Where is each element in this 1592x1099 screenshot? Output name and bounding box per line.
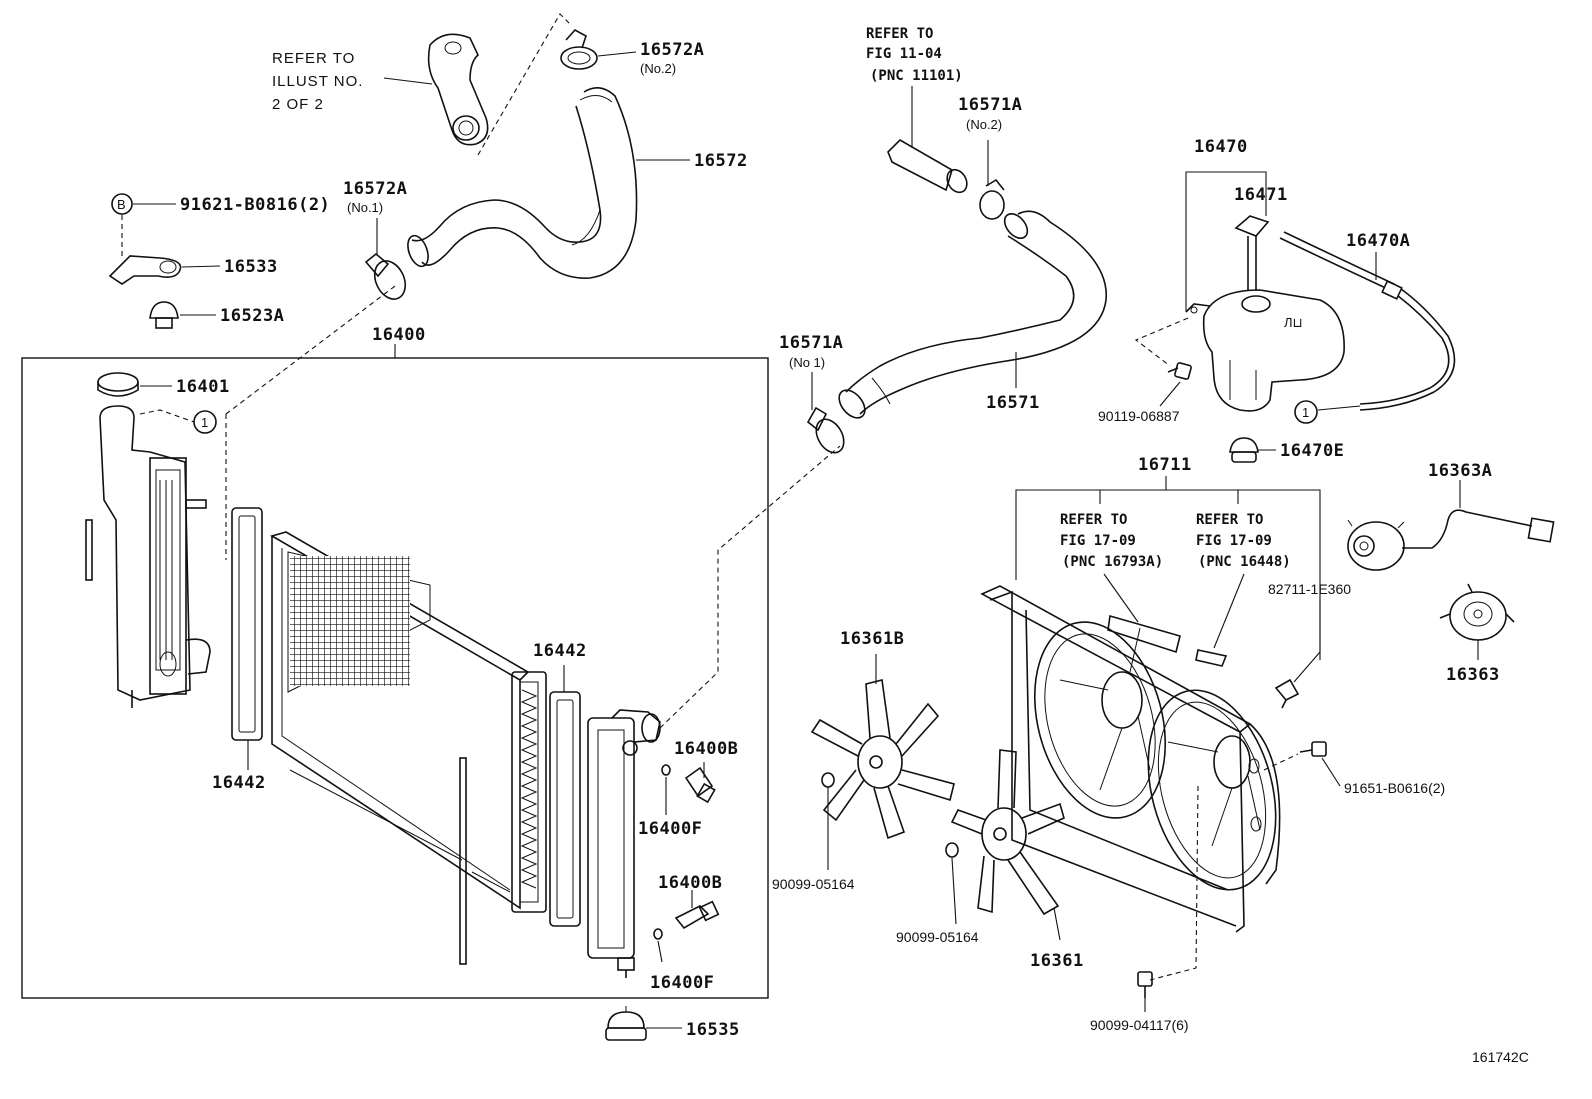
- callout-16361B: 16361B: [840, 629, 904, 649]
- lower-radiator-hose-part: [838, 210, 1107, 419]
- fan-blade-16361B-part: [810, 679, 955, 840]
- callout-16572: 16572: [694, 151, 748, 171]
- callout-16572A-no2: 16572A: [640, 40, 704, 60]
- note-upper-ref-line3: 2 OF 2: [272, 96, 324, 113]
- oring-top-icon: [661, 764, 671, 776]
- callout-90099-04117: 90099-04117(6): [1090, 1017, 1189, 1033]
- cushion-16523A-part: [149, 301, 179, 329]
- note-fan-ref-right-line2: FIG 17-09: [1196, 533, 1272, 549]
- cushion-16535-part: [605, 1006, 647, 1041]
- callout-16361: 16361: [1030, 951, 1084, 971]
- callout-16572A-no1-sub: (No.1): [347, 200, 383, 215]
- marker-1-left-label: 1: [201, 415, 208, 430]
- hose-clamp-16571A-no1-icon: [806, 406, 845, 454]
- fan-nut-left-icon: [821, 772, 835, 788]
- reservoir-bolt-icon: [1167, 362, 1192, 380]
- callout-16442-top: 16442: [533, 641, 587, 661]
- callout-16470A: 16470A: [1346, 231, 1410, 251]
- note-upper-ref-line1: REFER TO: [272, 50, 355, 67]
- note-lower-ref-line1: REFER TO: [866, 26, 933, 42]
- drain-plug-top-part: [684, 766, 716, 804]
- callout-16400F-top: 16400F: [638, 819, 702, 839]
- note-lower-ref-line3: (PNC 11101): [870, 68, 963, 84]
- callout-91621-B0816: 91621-B0816(2): [180, 195, 330, 215]
- catalog-code: 161742C: [1472, 1049, 1529, 1065]
- coolant-reservoir-part: Л⊔: [1185, 289, 1345, 412]
- callout-16571A-no2: 16571A: [958, 95, 1022, 115]
- callout-16471: 16471: [1234, 185, 1288, 205]
- callout-16572A-no1: 16572A: [343, 179, 407, 199]
- gasket-left-part: [231, 507, 263, 741]
- note-fan-ref-right-line1: REFER TO: [1196, 512, 1263, 528]
- callout-90119-06887: 90119-06887: [1098, 408, 1180, 424]
- note-fan-ref-left-line2: FIG 17-09: [1060, 533, 1136, 549]
- note-fan-ref-right-line3: (PNC 16448): [1198, 554, 1291, 570]
- note-lower-ref-line2: FIG 11-04: [866, 46, 942, 62]
- thermostat-outlet-part: [427, 33, 489, 146]
- left-seal-strip: [85, 519, 93, 581]
- callout-82711-1E360: 82711-1E360: [1268, 581, 1351, 597]
- callout-16571A-no1-sub: (No 1): [789, 355, 825, 370]
- svg-text:Л⊔: Л⊔: [1284, 315, 1303, 330]
- note-fan-ref-left-line3: (PNC 16793A): [1062, 554, 1163, 570]
- core-seal-strip: [459, 757, 467, 965]
- callout-16363A: 16363A: [1428, 461, 1492, 481]
- core-side-plate-part: [511, 671, 547, 913]
- fan-motor-part: [1439, 583, 1515, 641]
- left-radiator-tank-part: [99, 405, 211, 708]
- callout-16442-left: 16442: [212, 773, 266, 793]
- callout-16400B-bottom: 16400B: [658, 873, 722, 893]
- hose-clamp-16571A-no2-icon: [979, 178, 1005, 220]
- oring-bottom-icon: [653, 928, 663, 940]
- marker-1-right-circle: [1294, 400, 1318, 424]
- radiator-core-part: [269, 531, 530, 910]
- callout-16400F-bottom: 16400F: [650, 973, 714, 993]
- callout-16400: 16400: [372, 325, 426, 345]
- callout-16470E: 16470E: [1280, 441, 1344, 461]
- callout-16533: 16533: [224, 257, 278, 277]
- callout-91651-B0616: 91651-B0616(2): [1344, 780, 1445, 796]
- callout-16571A-no2-sub: (No.2): [966, 117, 1002, 132]
- callout-16571A-no1: 16571A: [779, 333, 843, 353]
- callout-16401: 16401: [176, 377, 230, 397]
- right-radiator-tank-part: [587, 709, 661, 978]
- hose-clamp-no1-icon: [364, 252, 407, 300]
- shroud-bolt-right-icon: [1299, 741, 1327, 757]
- callout-90099-05164-left: 90099-05164: [772, 876, 855, 892]
- marker-1-right-label: 1: [1302, 405, 1309, 420]
- hose-clamp-no2-icon: [560, 28, 598, 70]
- bracket-16533-part: [108, 255, 182, 285]
- marker-b-label: B: [117, 197, 126, 212]
- fan-nut-mid-icon: [945, 842, 959, 858]
- fan-motor-harness-part: [1347, 509, 1555, 571]
- water-inlet-pipe-part: [887, 139, 968, 194]
- note-upper-ref-line2: ILLUST NO.: [272, 73, 363, 90]
- callout-16571: 16571: [986, 393, 1040, 413]
- wire-clamp-icon: [1274, 678, 1300, 709]
- radiator-cap-icon: [97, 372, 139, 397]
- marker-b-circle: [111, 193, 133, 215]
- overflow-tube-part: [1279, 231, 1456, 411]
- note-fan-ref-left-line1: REFER TO: [1060, 512, 1127, 528]
- fan-blade-16361-part: [950, 749, 1065, 916]
- gasket-right-part: [549, 691, 581, 927]
- reservoir-cap-icon: [1234, 215, 1270, 290]
- callout-90099-05164-mid: 90099-05164: [896, 929, 979, 945]
- fan-shroud-part: [980, 585, 1281, 933]
- callout-16535: 16535: [686, 1020, 740, 1040]
- callout-16572A-no2-sub: (No.2): [640, 61, 676, 76]
- callout-16711: 16711: [1138, 455, 1192, 475]
- drain-plug-bottom-part: [674, 900, 720, 930]
- shroud-bolt-icon: [1137, 971, 1153, 998]
- callout-16363: 16363: [1446, 665, 1500, 685]
- upper-radiator-hose-part: [407, 87, 638, 279]
- callout-16523A: 16523A: [220, 306, 284, 326]
- callout-16400B-top: 16400B: [674, 739, 738, 759]
- callout-16470: 16470: [1194, 137, 1248, 157]
- reservoir-cushion-icon: [1229, 437, 1259, 463]
